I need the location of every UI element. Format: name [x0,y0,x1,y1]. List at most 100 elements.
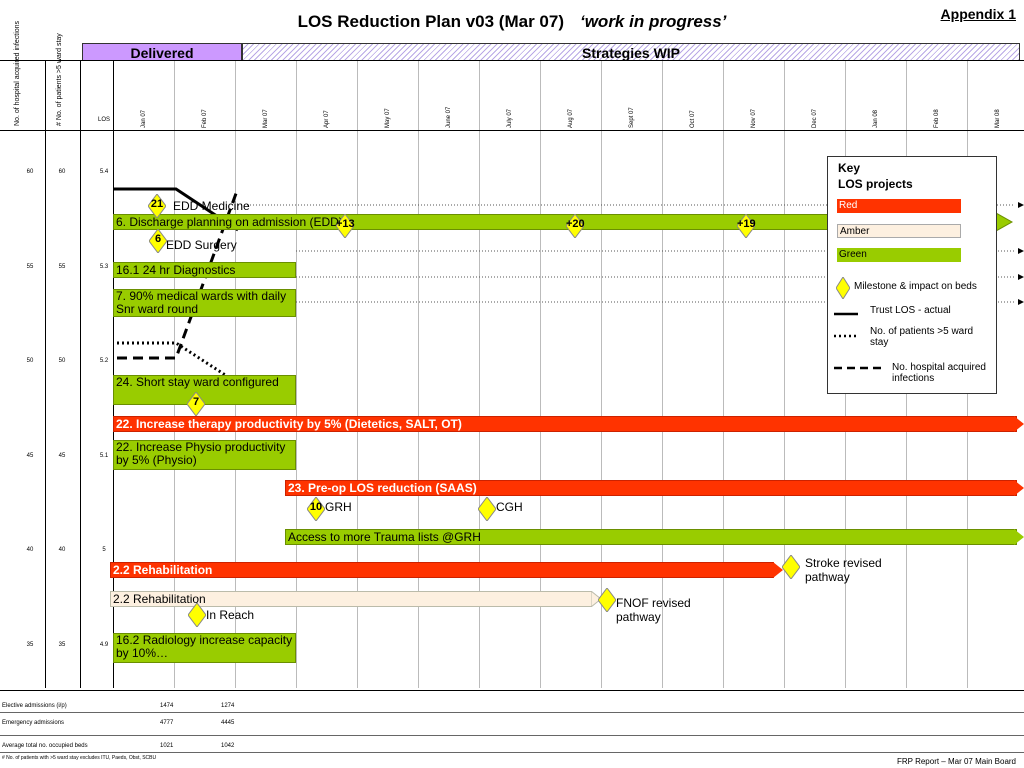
trauma-bar: Access to more Trauma lists @GRH [285,529,1017,545]
trauma-arrowhead [1014,529,1024,545]
rehab-red-arrowhead [773,562,783,578]
discharge-planning-bar: 6. Discharge planning on admission (EDD) [113,214,997,230]
key-amber-swatch: Amber [837,224,961,238]
milestone-diamond-discharge-1: +13 [335,213,355,239]
milestone-diamond-discharge-3: +19 [736,213,756,239]
infections-line [117,187,240,360]
month-gridline [662,60,663,688]
milestone-diamond-cgh [477,496,497,522]
key-title: Key [838,161,861,175]
therapy-arrowhead [1014,416,1024,432]
y-tick-infections: 40 [26,547,34,553]
physio-bar: 22. Increase Physio productivity by 5% (… [113,440,296,470]
title-main: LOS Reduction Plan v03 (Mar 07) [297,12,564,31]
key-subtitle: LOS projects [838,177,913,191]
top-border [0,60,1024,61]
radiology-bar: 16.2 Radiology increase capacity by 10%… [113,633,296,663]
month-gridline [235,60,236,688]
table-cell: 4445 [221,720,235,726]
key-line-samples [834,312,886,370]
preop-arrowhead [1014,480,1024,496]
y-tick-los: 5 [102,547,106,553]
month-gridline [296,60,297,688]
milestone-diamond-discharge-2: +20 [565,213,585,239]
edd-medicine-label: EDD Medicine [173,199,250,213]
key-infections-text: No. hospital acquired infections [892,362,986,384]
cgh-label: CGH [496,500,523,514]
footnote: # No. of patients with >5 ward stay excl… [2,755,157,761]
trajectory-arrowheads [1018,202,1024,305]
key-green-swatch: Green [837,248,961,262]
key-patients-text: No. of patients >5 ward stay [870,326,974,348]
milestone-diamond-stroke [781,554,801,580]
table-cell: 1274 [221,703,235,709]
diagnostics-bar: 16.1 24 hr Diagnostics [113,262,296,278]
y-tick-los: 5.4 [99,169,109,175]
patients-stay-line [117,341,237,384]
table-row-divider [0,735,1024,736]
y-tick-patients: 60 [58,169,66,175]
key-legend: Key LOS projects Red Amber Green Milesto… [827,156,997,394]
rehab-amber-bar: 2.2 Rehabilitation [110,591,592,607]
los-header: LOS [98,117,111,123]
y-tick-infections: 35 [26,641,34,648]
key-milestone-icon [836,277,850,299]
month-gridline [540,60,541,688]
y-tick-los: 5.2 [99,358,109,364]
table-row-divider [0,752,1024,753]
milestone-diamond-edd-medicine: 21 [147,193,167,219]
title-italic: ‘work in progress’ [579,12,727,31]
month-gridline [723,60,724,688]
month-gridline [784,60,785,688]
header-divider [0,130,1024,131]
left-divider [80,60,81,688]
month-gridline [601,60,602,688]
key-milestone-text: Milestone & impact on beds [854,281,977,292]
y-tick-los: 4.9 [99,641,109,648]
key-red-swatch: Red [837,199,961,213]
y-tick-los: 5.3 [99,263,109,270]
y-tick-infections: 45 [26,452,34,459]
milestone-diamond-grh: 10 [306,496,326,522]
month-gridline [418,60,419,688]
y-tick-patients: 45 [58,452,66,459]
stroke-label: Stroke revised pathway [805,556,882,584]
y-tick-infections: 50 [26,358,34,364]
therapy-bar: 22. Increase therapy productivity by 5% … [113,416,1017,432]
y-tick-los: 5.1 [99,452,109,459]
discharge-arrowhead [996,213,1014,231]
table-cell: 1042 [221,743,235,749]
short-stay-bar: 24. Short stay ward configured [113,375,296,405]
edd-surgery-label: EDD Surgery [166,238,237,252]
key-trust-los-text: Trust LOS - actual [870,305,951,316]
delivered-band: Delivered [82,43,242,61]
table-row-divider [0,712,1024,713]
month-gridline [174,60,175,688]
table-cell: 4777 [160,720,174,726]
in-reach-label: In Reach [206,608,255,622]
y-tick-patients: 50 [58,358,66,364]
month-gridline [113,60,114,688]
y-tick-patients: 40 [58,547,66,553]
table-row-label: Average total no. occupied beds [2,743,88,749]
milestone-diamond-short-stay: 7 [186,391,206,417]
y-tick-patients: 55 [58,263,66,270]
strategies-wip-band: Strategies WIP [242,43,1020,61]
month-gridline [357,60,358,688]
fnof-label: FNOF revised pathway [616,596,691,624]
footer: FRP Report – Mar 07 Main Board [896,757,1016,766]
milestone-diamond-edd-surgery: 6 [148,228,168,254]
y-tick-infections: 55 [26,263,34,270]
grh-label: GRH [325,500,352,514]
month-gridline [479,60,480,688]
preop-bar: 23. Pre-op LOS reduction (SAAS) [285,480,1017,496]
table-cell: 1474 [160,703,174,709]
rehab-amber-arrowhead [591,591,601,607]
medical-wards-bar: 7. 90% medical wards with daily Snr ward… [113,289,296,317]
trajectory-dotted-lines [238,204,1015,303]
chart-bottom-border [0,690,1024,691]
milestone-diamond-fnof [597,587,617,613]
appendix-label: Appendix 1 [940,6,1016,22]
left-divider [45,60,46,688]
y-tick-infections: 60 [26,169,34,175]
